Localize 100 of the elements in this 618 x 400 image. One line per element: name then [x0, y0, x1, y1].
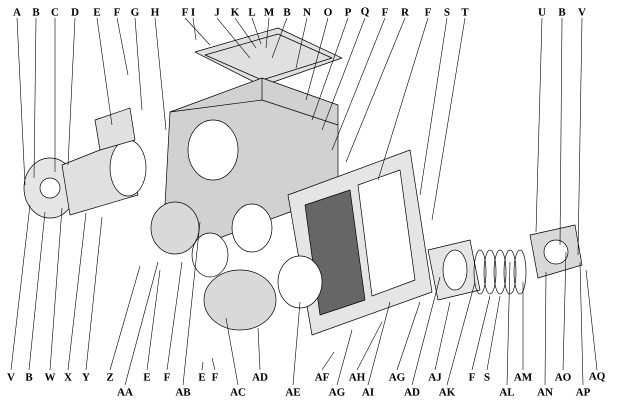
callout-letter: E — [197, 372, 207, 382]
leader-line — [486, 296, 500, 370]
leader-line — [560, 18, 562, 246]
callout-letter: AA — [116, 387, 134, 397]
callout-letter: AE — [284, 387, 302, 397]
callout-letter: M — [262, 7, 276, 17]
callout-letter: J — [213, 7, 221, 17]
leader-line — [434, 302, 450, 370]
callout-letter: R — [400, 7, 410, 17]
callout-letter: AN — [536, 387, 554, 397]
callout-letter: AB — [174, 387, 192, 397]
callout-letter: E — [142, 372, 152, 382]
leader-line — [544, 272, 546, 386]
callout-letter: AL — [498, 387, 516, 397]
callout-letter: AI — [360, 387, 376, 397]
leader-line — [312, 18, 348, 120]
callout-letter: AG — [388, 372, 406, 382]
callout-letter: AC — [229, 387, 247, 397]
callout-letter: B — [557, 7, 567, 17]
leader-line — [110, 266, 140, 370]
callout-letter: K — [230, 7, 240, 17]
callout-letter: F — [468, 372, 476, 382]
callout-letter: V — [6, 372, 16, 382]
leader-line — [522, 282, 524, 370]
callout-letter: F — [112, 7, 122, 17]
leader-line — [586, 270, 598, 370]
leader-line — [68, 212, 86, 370]
callout-letter: W — [44, 372, 56, 382]
leader-line — [10, 204, 30, 370]
leader-line — [292, 302, 300, 386]
leader-line — [146, 270, 160, 370]
leader-line — [34, 18, 36, 178]
leader-line — [356, 322, 382, 370]
callout-letter: F — [180, 7, 190, 17]
callout-letter: A — [12, 7, 22, 17]
callout-letter: F — [210, 372, 220, 382]
leader-line — [226, 318, 238, 386]
leader-line — [420, 18, 448, 196]
leader-line — [212, 358, 216, 370]
callout-letter: U — [537, 7, 547, 17]
callout-letter: Z — [105, 372, 115, 382]
leader-line — [16, 18, 26, 186]
callout-letter: F — [162, 372, 172, 382]
leader-line — [28, 212, 46, 370]
leader-line — [536, 18, 542, 232]
callout-letter: D — [70, 7, 80, 17]
leader-line — [396, 302, 420, 370]
callout-letter: AJ — [427, 372, 443, 382]
leader-line — [134, 18, 142, 110]
leader-line — [266, 18, 270, 48]
leader-line — [202, 362, 204, 370]
callout-letter: AH — [348, 372, 366, 382]
leader-line — [580, 262, 584, 386]
leader-line — [446, 282, 476, 386]
callout-letter: H — [150, 7, 160, 17]
callout-letter: T — [460, 7, 470, 17]
callout-letter: C — [50, 7, 60, 17]
leader-line — [306, 18, 328, 100]
callout-letter: G — [130, 7, 140, 17]
leader-line — [216, 18, 250, 58]
leader-line — [192, 18, 196, 40]
leader-line — [258, 328, 260, 370]
leader-line — [368, 302, 390, 386]
leader-line — [182, 222, 200, 386]
leader-line — [412, 276, 440, 386]
leader-line — [124, 262, 158, 386]
leader-line — [68, 18, 76, 166]
callout-letter: F — [424, 7, 432, 17]
leader-line — [96, 18, 112, 126]
leader-line — [346, 18, 406, 162]
callout-letter: P — [344, 7, 352, 17]
leader-line — [378, 18, 428, 180]
leader-line — [184, 18, 210, 46]
callout-letter: AO — [554, 372, 572, 382]
leader-line — [154, 18, 166, 130]
callout-letter: V — [577, 7, 587, 17]
callout-letter: B — [31, 7, 41, 17]
leader-line — [432, 18, 466, 220]
callout-letter: N — [302, 7, 312, 17]
callout-letter: S — [482, 372, 492, 382]
callout-letter: Q — [360, 6, 370, 18]
leader-line — [116, 18, 128, 76]
leader-line — [234, 18, 256, 48]
callout-letter: AD — [403, 387, 421, 397]
callout-letter: Y — [81, 372, 91, 382]
callout-letter: AM — [512, 372, 534, 382]
leader-line — [332, 18, 386, 150]
callout-letter: AK — [438, 387, 456, 397]
leader-line — [506, 262, 510, 386]
callout-letter: E — [92, 7, 102, 17]
leader-line — [86, 216, 102, 370]
callout-letter: AG — [328, 387, 346, 397]
leader-line — [296, 18, 308, 68]
leader-line — [166, 262, 182, 370]
leader-line — [336, 330, 352, 386]
leader-line — [322, 352, 334, 370]
leader-line — [322, 18, 366, 130]
callout-letter: AP — [574, 387, 592, 397]
leader-line — [578, 18, 582, 256]
leader-line — [50, 208, 62, 370]
